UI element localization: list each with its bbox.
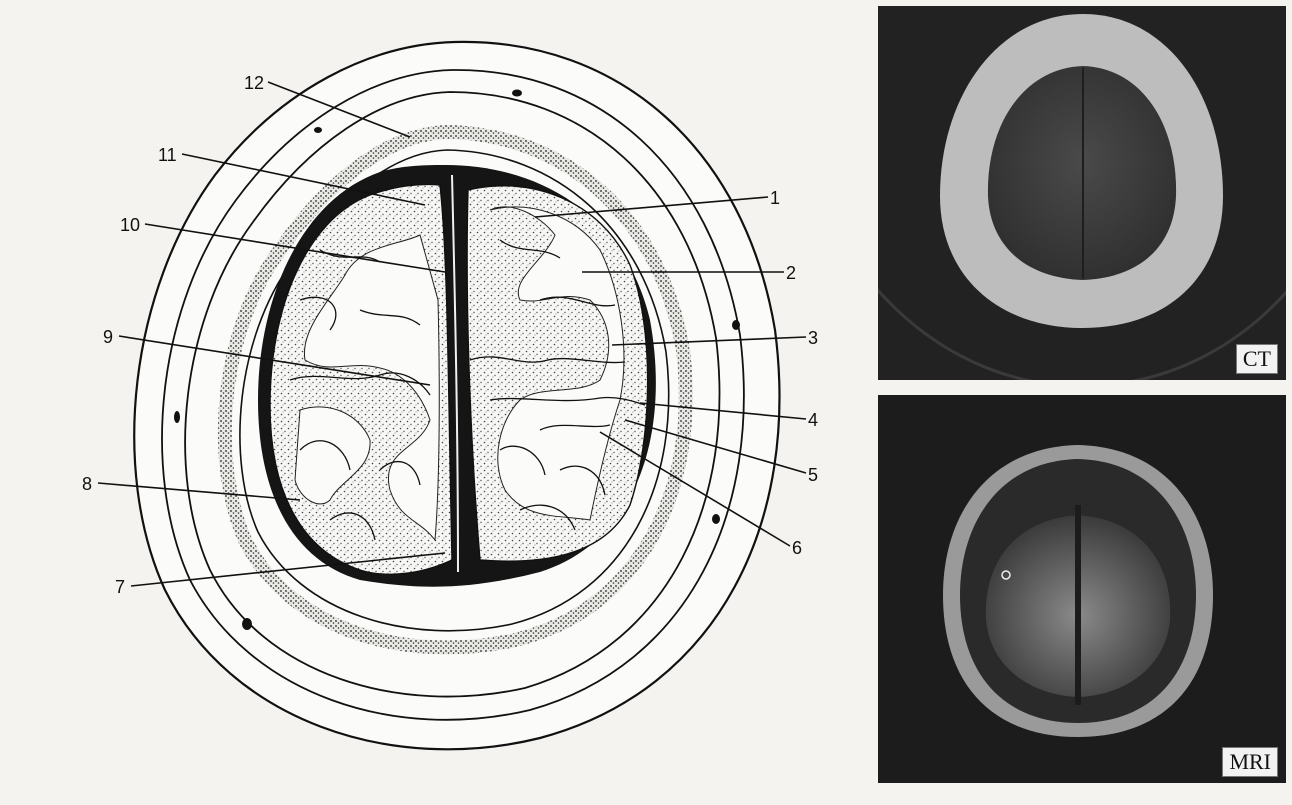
mri-image-panel: MRI [878, 395, 1286, 783]
label-1: 1 [770, 188, 780, 208]
ct-image-panel: CT [878, 6, 1286, 380]
label-4: 4 [808, 410, 818, 430]
brain-section [258, 165, 656, 587]
label-10: 10 [120, 215, 140, 235]
label-3: 3 [808, 328, 818, 348]
ct-scan-image [878, 6, 1286, 380]
label-6: 6 [792, 538, 802, 558]
label-12: 12 [244, 73, 264, 93]
label-8: 8 [82, 474, 92, 494]
label-11: 11 [158, 145, 177, 165]
label-5: 5 [808, 465, 818, 485]
label-9: 9 [103, 327, 113, 347]
label-2: 2 [786, 263, 796, 283]
mri-scan-image [878, 395, 1286, 783]
mri-label: MRI [1222, 747, 1278, 777]
ct-label: CT [1236, 344, 1278, 374]
label-7: 7 [115, 577, 125, 597]
